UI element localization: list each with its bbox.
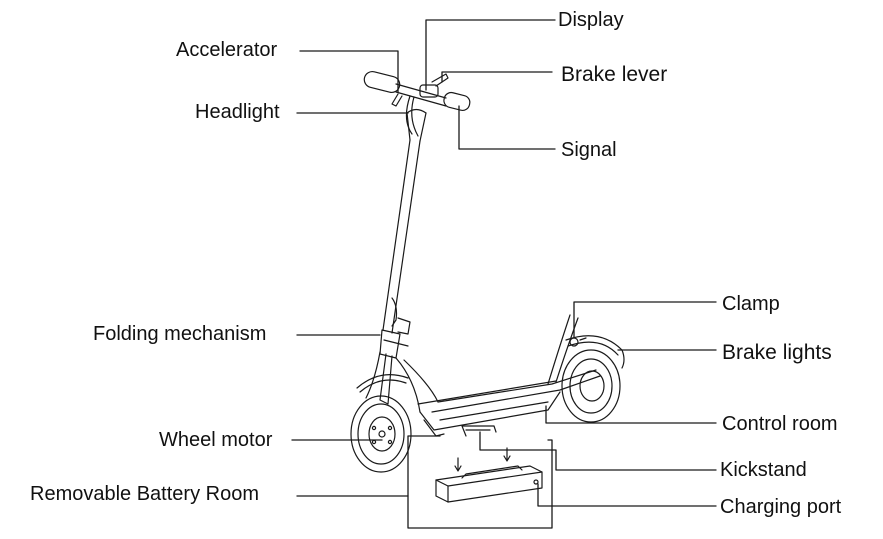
label-clamp: Clamp: [722, 293, 780, 315]
battery-room-bracket: [407, 435, 553, 529]
leader-brake-lever: [441, 71, 553, 83]
label-control-room: Control room: [722, 413, 838, 435]
insert-arrows: [454, 447, 511, 472]
leader-clamp: [573, 301, 717, 339]
leader-signal: [458, 105, 556, 150]
folding-mechanism-art: [379, 297, 411, 359]
leader-control-room: [545, 405, 717, 424]
battery-art: [435, 465, 543, 503]
label-kickstand: Kickstand: [720, 459, 807, 481]
label-wheel-motor: Wheel motor: [159, 429, 273, 451]
label-folding-mechanism: Folding mechanism: [93, 323, 267, 345]
label-accelerator: Accelerator: [176, 39, 278, 61]
label-signal: Signal: [561, 139, 617, 161]
front-fork: [379, 353, 393, 405]
label-removable-battery-room: Removable Battery Room: [30, 483, 259, 505]
front-wheel: [350, 395, 412, 473]
leader-accelerator: [299, 50, 399, 93]
label-display: Display: [558, 9, 624, 31]
leader-charging-port: [537, 483, 717, 507]
leader-kickstand: [479, 431, 717, 471]
rear-wheel: [561, 349, 621, 423]
kickstand-art: [461, 425, 497, 437]
handlebar: [363, 70, 471, 137]
label-brake-lever: Brake lever: [561, 63, 668, 86]
leader-lines: [291, 19, 717, 529]
label-brake-lights: Brake lights: [722, 341, 832, 364]
front-fender: [356, 374, 409, 389]
steering-stem: [382, 108, 427, 334]
label-charging-port: Charging port: [720, 496, 842, 518]
leader-display: [425, 19, 556, 91]
label-headlight: Headlight: [195, 101, 280, 123]
deck: [395, 357, 601, 437]
